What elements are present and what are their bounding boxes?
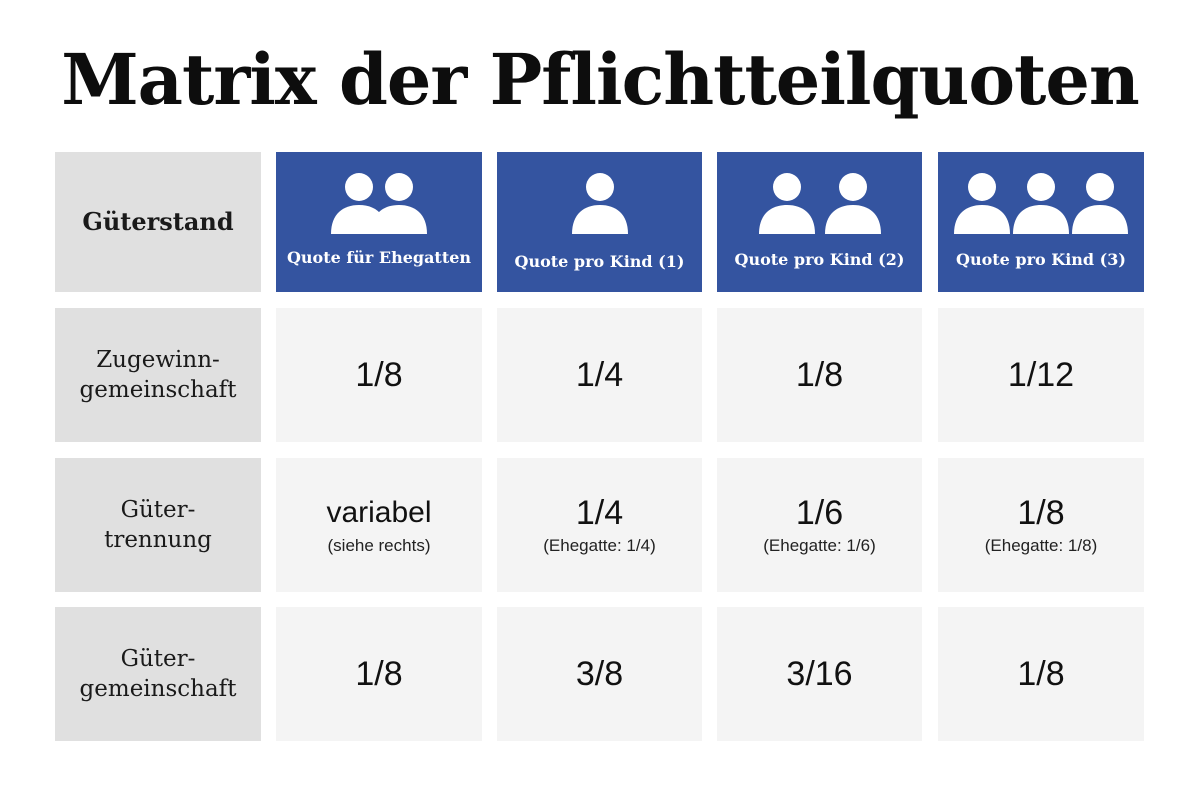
cell-value: 1/8 — [355, 356, 403, 394]
cell-value: 1/8 — [795, 356, 844, 394]
table-cell: variabel (siehe rechts) — [276, 458, 482, 592]
table-cell: 1/8 (Ehegatte: 1/8) — [938, 458, 1144, 592]
three-people-icon — [938, 170, 1144, 234]
row-label-line2: gemeinschaft — [79, 377, 237, 403]
one-person-icon — [497, 170, 702, 234]
column-label-kind-2: Quote pro Kind (2) — [734, 250, 905, 269]
table-cell: 1/8 — [276, 308, 482, 442]
cell-value: 1/4 — [575, 494, 624, 532]
page-title: Matrix der Pflichtteilquoten — [61, 38, 1140, 121]
column-label-ehegatten: Quote für Ehegatten — [286, 248, 472, 267]
row-label-line2: gemeinschaft — [79, 676, 237, 702]
row-label-line1: Zugewinn- — [96, 347, 220, 373]
header-gueterstand-label: Güterstand — [82, 207, 234, 236]
table-cell: 1/4 — [497, 308, 702, 442]
row-label-line2: trennung — [104, 527, 212, 553]
row-header-guetertrennung: Güter- trennung — [55, 458, 261, 592]
two-people-icon — [717, 170, 922, 234]
two-people-overlapping-icon — [276, 170, 482, 234]
row-header-zugewinngemeinschaft: Zugewinn- gemeinschaft — [55, 308, 261, 442]
cell-value: variabel — [326, 496, 432, 529]
table-cell: 3/16 — [717, 607, 922, 741]
table-cell: 1/8 — [276, 607, 482, 741]
row-header-guetergemeinschaft: Güter- gemeinschaft — [55, 607, 261, 741]
column-label-kind-1: Quote pro Kind (1) — [514, 252, 685, 271]
cell-note: (Ehegatte: 1/4) — [543, 536, 656, 555]
table-cell: 1/8 — [717, 308, 922, 442]
column-label-kind-3: Quote pro Kind (3) — [956, 250, 1126, 269]
column-header-kind-2: Quote pro Kind (2) — [717, 152, 922, 292]
cell-value: 1/8 — [1017, 494, 1065, 532]
cell-value: 1/12 — [1007, 356, 1075, 394]
table-cell: 1/8 — [938, 607, 1144, 741]
cell-value: 1/8 — [1017, 655, 1065, 693]
column-header-kind-3: Quote pro Kind (3) — [938, 152, 1144, 292]
cell-value: 3/16 — [786, 655, 853, 693]
column-header-ehegatten: Quote für Ehegatten — [276, 152, 482, 292]
cell-note: (Ehegatte: 1/8) — [984, 536, 1098, 555]
table-cell: 1/4 (Ehegatte: 1/4) — [497, 458, 702, 592]
header-gueterstand: Güterstand — [55, 152, 261, 292]
row-label-line1: Güter- — [120, 497, 196, 523]
cell-value: 1/4 — [575, 356, 624, 394]
cell-value: 3/8 — [575, 655, 624, 693]
row-label-line1: Güter- — [120, 646, 196, 672]
table-cell: 3/8 — [497, 607, 702, 741]
table-cell: 1/6 (Ehegatte: 1/6) — [717, 458, 922, 592]
cell-value: 1/6 — [795, 494, 844, 532]
cell-note: (siehe rechts) — [327, 536, 431, 555]
column-header-kind-1: Quote pro Kind (1) — [497, 152, 702, 292]
cell-note: (Ehegatte: 1/6) — [763, 536, 876, 555]
table-cell: 1/12 — [938, 308, 1144, 442]
cell-value: 1/8 — [355, 655, 403, 693]
